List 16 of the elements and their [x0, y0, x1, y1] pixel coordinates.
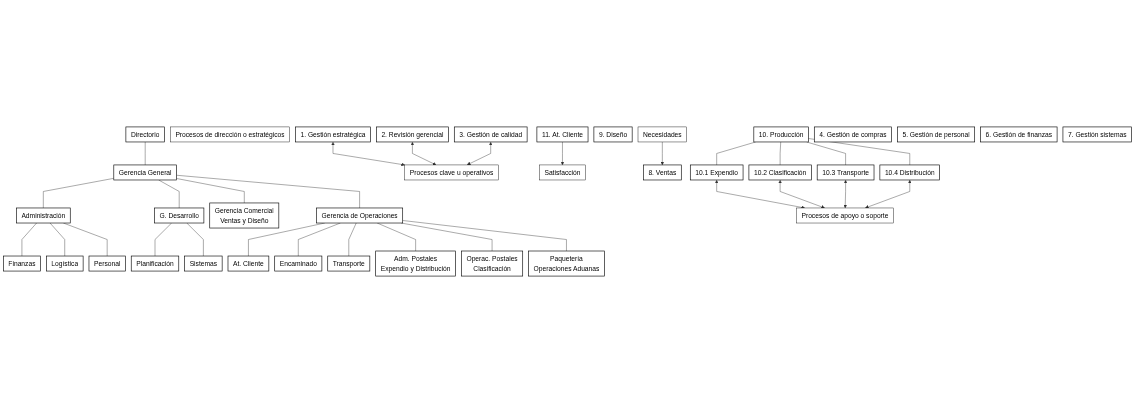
connector [779, 141, 781, 166]
connector [400, 222, 493, 252]
connector [49, 222, 65, 257]
connector [348, 222, 357, 257]
connector [43, 178, 114, 209]
connector [176, 175, 360, 209]
connector [145, 141, 146, 166]
connector [298, 222, 341, 257]
connector [21, 222, 37, 257]
connector [402, 220, 567, 252]
connector [716, 141, 756, 166]
connector [376, 222, 416, 252]
connector [186, 222, 204, 257]
connector [63, 222, 108, 257]
connector [176, 178, 245, 204]
connector [806, 141, 846, 166]
